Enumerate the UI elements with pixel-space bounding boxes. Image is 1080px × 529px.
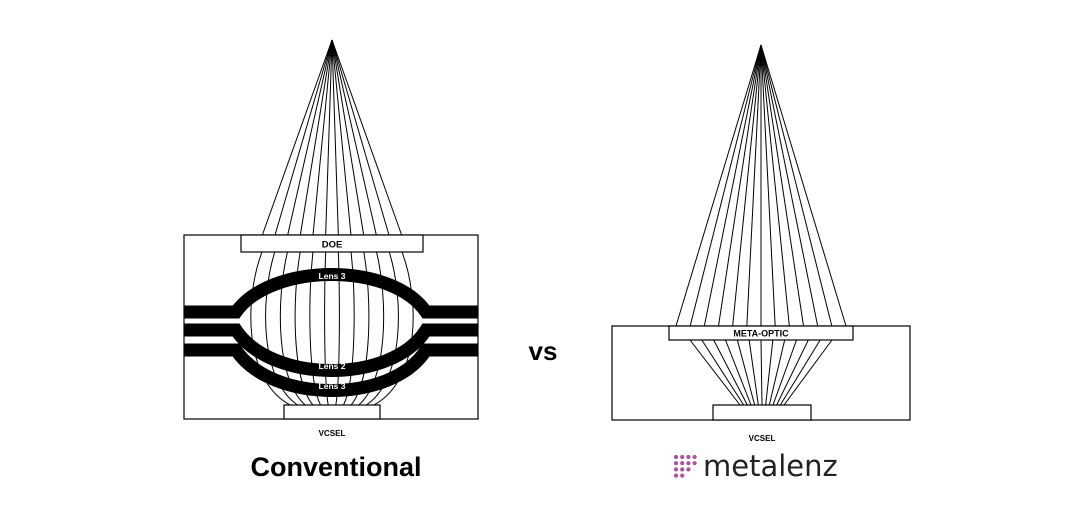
conventional-caption: Conventional bbox=[250, 452, 421, 482]
ray-line bbox=[760, 339, 763, 406]
brand-dot bbox=[692, 461, 697, 466]
vcsel-chip bbox=[712, 404, 812, 421]
output-rays bbox=[675, 44, 847, 327]
ray-line bbox=[703, 44, 762, 327]
ray-line bbox=[331, 39, 352, 237]
ray-line bbox=[309, 251, 321, 406]
lens-3-bottom-label: Lens 3 bbox=[319, 381, 346, 391]
metalenz-logo: metalenz bbox=[673, 449, 838, 483]
ray-line bbox=[760, 44, 790, 327]
lens-2-band bbox=[184, 323, 478, 377]
ray-line bbox=[760, 44, 847, 327]
ray-line bbox=[366, 251, 399, 406]
ray-line bbox=[299, 39, 333, 237]
ray-line bbox=[689, 44, 762, 327]
ray-line bbox=[279, 251, 306, 406]
doe-plate bbox=[240, 234, 424, 253]
brand-dot bbox=[673, 461, 679, 466]
metalenz-dots-icon bbox=[673, 454, 697, 478]
brand-dot bbox=[680, 461, 685, 466]
brand-dot bbox=[673, 454, 679, 460]
brand-dot bbox=[680, 454, 685, 460]
lens-3-bottom-band bbox=[184, 343, 478, 397]
ray-line bbox=[261, 39, 333, 237]
ray-line bbox=[748, 339, 759, 406]
ray-line bbox=[331, 39, 403, 237]
ray-line bbox=[765, 339, 774, 406]
ray-line bbox=[701, 339, 745, 406]
ray-line bbox=[760, 44, 804, 327]
ray-line bbox=[760, 44, 776, 327]
ray-line bbox=[725, 339, 752, 406]
ray-line bbox=[772, 339, 797, 406]
ray-line bbox=[331, 39, 339, 237]
meta-optic-diagram: META-OPTIC VCSEL metalenz bbox=[611, 44, 911, 483]
ray-line bbox=[732, 44, 762, 327]
brand-dot bbox=[680, 473, 685, 478]
ray-line bbox=[343, 251, 355, 406]
ray-line bbox=[776, 339, 809, 406]
lens-2-label: Lens 2 bbox=[319, 361, 346, 371]
brand-dot bbox=[692, 454, 697, 460]
ray-line bbox=[768, 339, 786, 406]
ray-line bbox=[335, 251, 340, 406]
ray-line bbox=[286, 39, 333, 237]
conventional-diagram: DOE Lens 3 Lens 2 Lens 3 VCSEL Conventio… bbox=[183, 39, 479, 482]
ray-line bbox=[294, 251, 314, 406]
meta-optic-plate bbox=[668, 325, 854, 341]
ray-line bbox=[783, 339, 833, 406]
ray-line bbox=[718, 44, 762, 327]
ray-line bbox=[760, 44, 833, 327]
brand-dot bbox=[686, 467, 691, 472]
inner-rays bbox=[250, 251, 414, 406]
vcsel-chip bbox=[283, 404, 381, 420]
ray-line bbox=[689, 339, 741, 406]
ray-line bbox=[675, 44, 762, 327]
ray-line bbox=[250, 251, 291, 406]
ray-line bbox=[331, 39, 378, 237]
lens-3-top-label: Lens 3 bbox=[319, 271, 346, 281]
lens-stack bbox=[184, 268, 478, 397]
inner-rays bbox=[689, 339, 833, 406]
brand-dot bbox=[673, 467, 679, 472]
lens-3-top-band bbox=[184, 268, 478, 319]
brand-dot bbox=[686, 454, 691, 460]
brand-dot bbox=[673, 473, 679, 478]
brand-dot bbox=[686, 461, 691, 466]
ray-line bbox=[358, 251, 385, 406]
ray-line bbox=[274, 39, 333, 237]
meta-optic-label: META-OPTIC bbox=[733, 329, 789, 339]
ray-line bbox=[324, 251, 329, 406]
ray-line bbox=[373, 251, 414, 406]
doe-label: DOE bbox=[322, 240, 343, 251]
vcsel-label: VCSEL bbox=[319, 429, 346, 438]
ray-line bbox=[713, 339, 748, 406]
ray-line bbox=[746, 44, 762, 327]
output-rays bbox=[261, 39, 403, 237]
ray-line bbox=[779, 339, 821, 406]
ray-line bbox=[325, 39, 333, 237]
ray-line bbox=[350, 251, 370, 406]
ray-line bbox=[736, 339, 756, 406]
ray-line bbox=[331, 39, 390, 237]
brand-wordmark: metalenz bbox=[703, 449, 838, 483]
brand-dot bbox=[680, 467, 685, 472]
ray-line bbox=[265, 251, 298, 406]
ray-line bbox=[760, 44, 819, 327]
ray-line bbox=[331, 39, 365, 237]
ray-line bbox=[312, 39, 333, 237]
versus-label: vs bbox=[529, 336, 558, 366]
vcsel-label: VCSEL bbox=[749, 434, 776, 443]
